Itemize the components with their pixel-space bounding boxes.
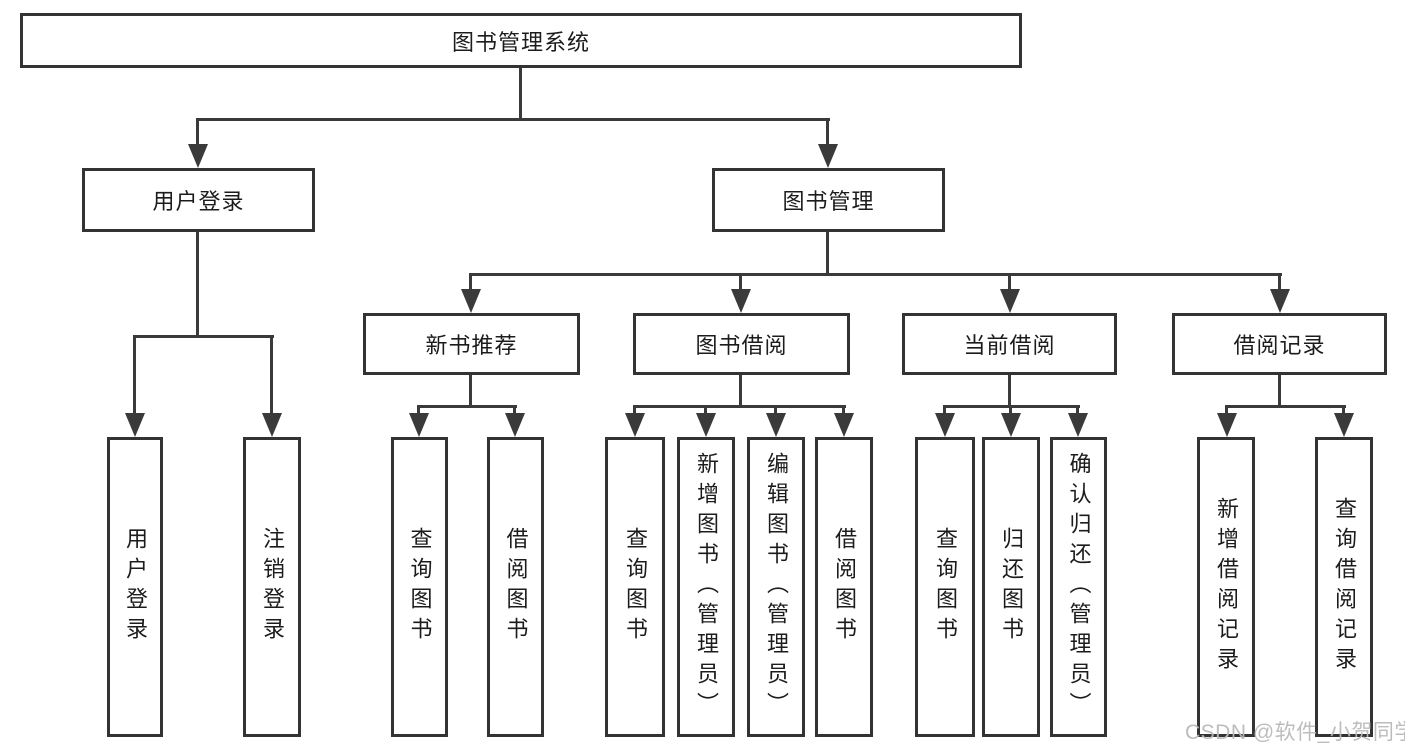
leaf-query-books-newbooks: 查询图书 <box>391 437 448 737</box>
connector-user-login-stem <box>196 232 199 337</box>
arrowhead-to-leaf-borrow-books <box>842 405 845 413</box>
arrowhead-to-leaf-add-books <box>704 405 707 413</box>
csdn-watermark: CSDN @软件_小贺同学 <box>1185 721 1405 744</box>
node-book-borrowing-label: 图书借阅 <box>695 333 788 358</box>
node-book-management-branch: 图书管理 <box>712 168 945 232</box>
leaf-user-login: 用户登录 <box>107 437 163 737</box>
leaf-query-books-borrow-label: 查询图书 <box>623 527 648 647</box>
leaf-edit-books-admin: 编辑图书（管理员） <box>747 437 805 737</box>
node-user-login-label: 用户登录 <box>152 189 245 214</box>
arrowhead-to-leaf-return-books <box>1009 405 1012 413</box>
arrowhead-to-current-borrow <box>1008 273 1011 289</box>
connector-book-mgmt-stem <box>826 232 829 275</box>
arrowhead-to-book-borrow <box>739 273 742 289</box>
connector-new-books-stem <box>469 375 472 407</box>
leaf-query-books-borrow: 查询图书 <box>605 437 665 737</box>
leaf-return-books: 归还图书 <box>982 437 1040 737</box>
arrowhead-to-leaf-query-current <box>943 405 946 413</box>
node-current-borrowing-label: 当前借阅 <box>963 333 1056 358</box>
leaf-return-books-label: 归还图书 <box>999 527 1024 647</box>
arrowhead-to-leaf-query-record <box>1342 405 1345 413</box>
leaf-edit-books-admin-label: 编辑图书（管理员） <box>764 452 789 722</box>
arrowhead-to-user-login <box>196 118 199 144</box>
arrowhead-to-leaf-confirm-return <box>1076 405 1079 413</box>
leaf-query-books-newbooks-label: 查询图书 <box>407 527 433 647</box>
node-library-system: 图书管理系统 <box>20 13 1022 68</box>
node-current-borrowing: 当前借阅 <box>902 313 1117 375</box>
node-book-borrowing: 图书借阅 <box>633 313 850 375</box>
leaf-user-login-label: 用户登录 <box>123 527 148 647</box>
node-borrowing-records-label: 借阅记录 <box>1233 333 1326 358</box>
connector-rail-level2 <box>196 118 830 121</box>
connector-rail-new-books <box>417 405 517 408</box>
leaf-logout: 注销登录 <box>243 437 301 737</box>
connector-rail-level3 <box>469 273 1282 276</box>
node-user-login-branch: 用户登录 <box>82 168 315 232</box>
leaf-borrow-books-borrow-label: 借阅图书 <box>832 527 857 647</box>
connector-root-stem <box>519 68 522 120</box>
leaf-add-borrow-record: 新增借阅记录 <box>1197 437 1255 737</box>
connector-current-borrow-stem <box>1008 375 1011 407</box>
arrowhead-to-leaf-add-record <box>1225 405 1228 413</box>
node-borrowing-records: 借阅记录 <box>1172 313 1387 375</box>
connector-rail-user-login <box>133 335 274 338</box>
leaf-query-books-current: 查询图书 <box>915 437 975 737</box>
connector-book-borrow-stem <box>739 375 742 407</box>
leaf-add-books-admin: 新增图书（管理员） <box>677 437 735 737</box>
node-new-book-recommendation-label: 新书推荐 <box>425 333 518 358</box>
arrowhead-to-leaf-user-login <box>133 335 136 413</box>
connector-borrow-records-stem <box>1278 375 1281 407</box>
leaf-logout-label: 注销登录 <box>260 527 285 647</box>
leaf-borrow-books-newbooks-label: 借阅图书 <box>503 527 529 647</box>
node-library-system-label: 图书管理系统 <box>451 29 590 55</box>
leaf-borrow-books-newbooks: 借阅图书 <box>487 437 544 737</box>
leaf-confirm-return-admin-label: 确认归还（管理员） <box>1066 452 1092 722</box>
connector-rail-book-borrow <box>633 405 846 408</box>
leaf-add-borrow-record-label: 新增借阅记录 <box>1214 497 1239 677</box>
leaf-query-borrow-record: 查询借阅记录 <box>1315 437 1373 737</box>
arrowhead-to-leaf-query-borrow <box>633 405 636 413</box>
connector-rail-borrow-records <box>1225 405 1346 408</box>
leaf-query-borrow-record-label: 查询借阅记录 <box>1332 497 1357 677</box>
arrowhead-to-borrow-records <box>1278 273 1281 289</box>
leaf-borrow-books-borrow: 借阅图书 <box>815 437 873 737</box>
arrowhead-to-leaf-edit-books <box>774 405 777 413</box>
arrowhead-to-leaf-borrow-newbooks <box>513 405 516 413</box>
leaf-add-books-admin-label: 新增图书（管理员） <box>694 452 719 722</box>
arrowhead-to-book-mgmt <box>826 118 829 144</box>
leaf-confirm-return-admin: 确认归还（管理员） <box>1050 437 1107 737</box>
arrowhead-to-new-books <box>469 273 472 289</box>
arrowhead-to-leaf-query-newbooks <box>417 405 420 413</box>
leaf-query-books-current-label: 查询图书 <box>933 527 958 647</box>
node-book-management-label: 图书管理 <box>782 189 875 214</box>
node-new-book-recommendation: 新书推荐 <box>363 313 580 375</box>
arrowhead-to-leaf-logout <box>270 335 273 413</box>
